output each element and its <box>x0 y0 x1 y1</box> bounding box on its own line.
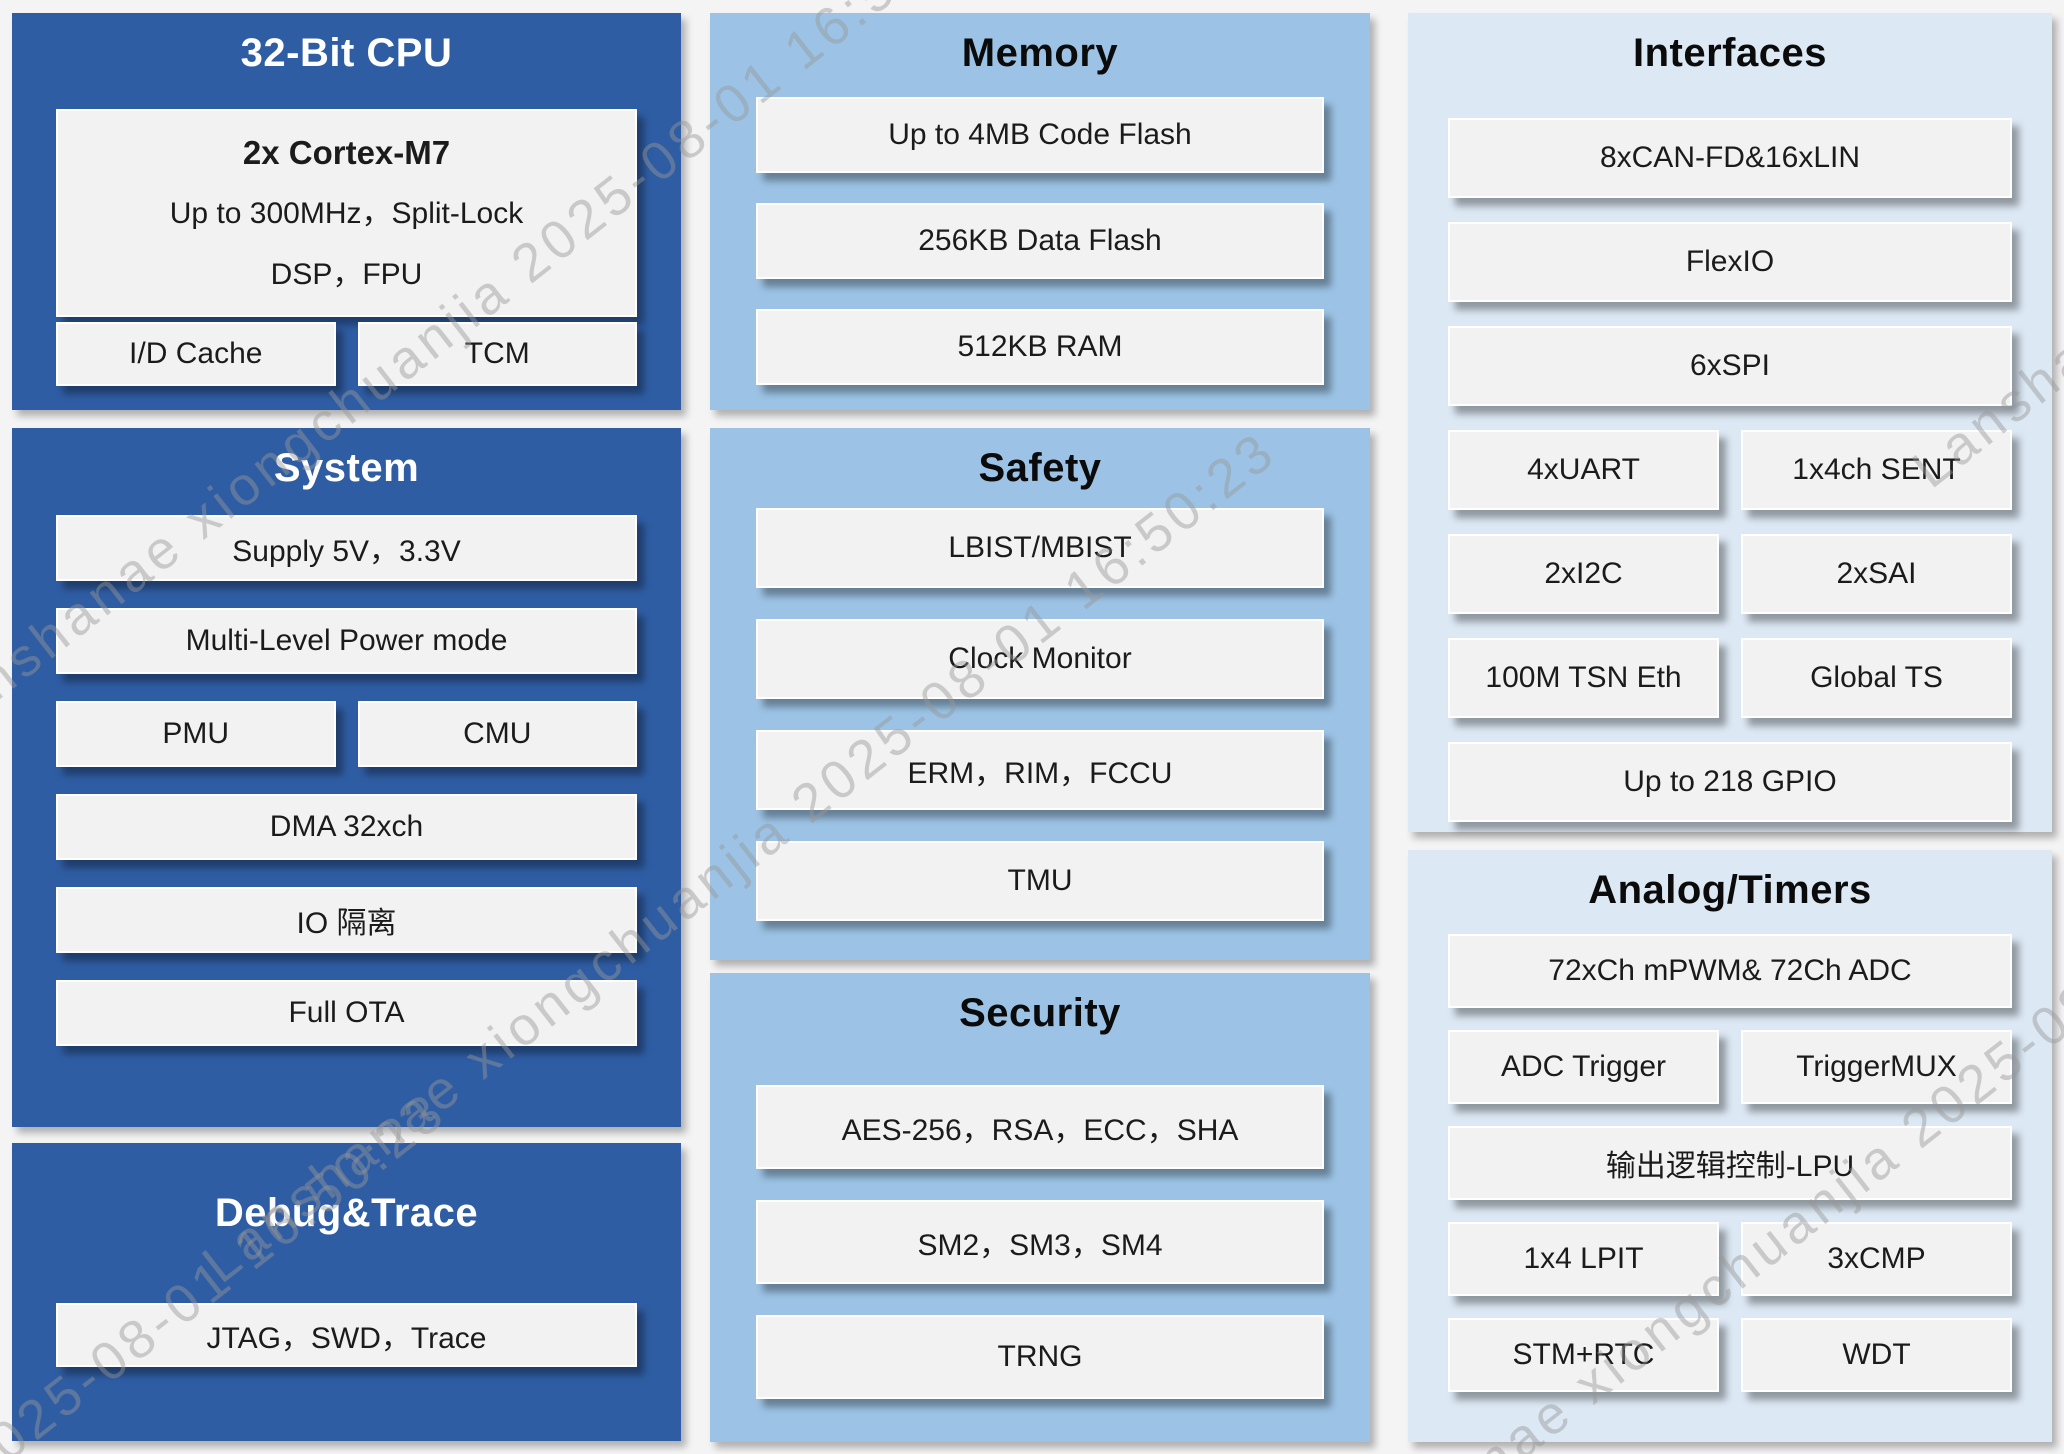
box-sm234: SM2，SM3，SM4 <box>756 1200 1324 1284</box>
box-i2c: 2xI2C <box>1448 534 1719 614</box>
panel-debug-trace: Debug&Trace JTAG，SWD，Trace <box>12 1143 681 1441</box>
box-data-flash: 256KB Data Flash <box>756 203 1324 279</box>
box-gpio: Up to 218 GPIO <box>1448 742 2012 822</box>
panel-cpu: 32-Bit CPU 2x Cortex-M7 Up to 300MHz，Spl… <box>12 13 681 410</box>
box-trng: TRNG <box>756 1315 1324 1399</box>
box-cmp: 3xCMP <box>1741 1222 2012 1296</box>
box-spi: 6xSPI <box>1448 326 2012 406</box>
box-tsn-eth: 100M TSN Eth <box>1448 638 1719 718</box>
box-tcm: TCM <box>357 322 637 386</box>
panel-title-cpu: 32-Bit CPU <box>240 31 453 75</box>
box-stm-rtc: STM+RTC <box>1448 1318 1719 1392</box>
box-pmu: PMU <box>56 701 336 767</box>
box-cortex-m7: 2x Cortex-M7 Up to 300MHz，Split-Lock DSP… <box>56 109 637 317</box>
box-clock-monitor: Clock Monitor <box>756 619 1324 699</box>
panel-title-system: System <box>273 446 420 490</box>
panel-title-analog-timers: Analog/Timers <box>1588 868 1872 912</box>
box-sent: 1x4ch SENT <box>1741 430 2012 510</box>
box-crypto: AES-256，RSA，ECC，SHA <box>756 1085 1324 1169</box>
cpu-core-dsp-fpu: DSP，FPU <box>270 257 423 291</box>
box-supply: Supply 5V，3.3V <box>56 515 637 581</box>
box-global-ts: Global TS <box>1741 638 2012 718</box>
box-code-flash: Up to 4MB Code Flash <box>756 97 1324 173</box>
panel-security: Security AES-256，RSA，ECC，SHA SM2，SM3，SM4… <box>710 973 1370 1442</box>
box-power-mode: Multi-Level Power mode <box>56 608 637 674</box>
box-wdt: WDT <box>1741 1318 2012 1392</box>
panel-safety: Safety LBIST/MBIST Clock Monitor ERM，RIM… <box>710 428 1370 960</box>
box-trigger-mux: TriggerMUX <box>1741 1030 2012 1104</box>
box-pwm-adc: 72xCh mPWM& 72Ch ADC <box>1448 934 2012 1008</box>
box-full-ota: Full OTA <box>56 980 637 1046</box>
box-uart: 4xUART <box>1448 430 1719 510</box>
box-can-lin: 8xCAN-FD&16xLIN <box>1448 118 2012 198</box>
box-ram: 512KB RAM <box>756 309 1324 385</box>
panel-system: System Supply 5V，3.3V Multi-Level Power … <box>12 428 681 1127</box>
box-flexio: FlexIO <box>1448 222 2012 302</box>
box-lpit: 1x4 LPIT <box>1448 1222 1719 1296</box>
box-sai: 2xSAI <box>1741 534 2012 614</box>
box-io-isolation: IO 隔离 <box>56 887 637 953</box>
box-dma: DMA 32xch <box>56 794 637 860</box>
box-lbist-mbist: LBIST/MBIST <box>756 508 1324 588</box>
panel-title-debug-trace: Debug&Trace <box>214 1191 479 1235</box>
panel-title-memory: Memory <box>961 31 1119 75</box>
cpu-core-name: 2x Cortex-M7 <box>242 133 451 171</box>
panel-memory: Memory Up to 4MB Code Flash 256KB Data F… <box>710 13 1370 410</box>
box-tmu: TMU <box>756 841 1324 921</box>
box-cmu: CMU <box>357 701 637 767</box>
box-output-logic-lpu: 输出逻辑控制-LPU <box>1448 1126 2012 1200</box>
box-erm-rim-fccu: ERM，RIM，FCCU <box>756 730 1324 810</box>
panel-title-security: Security <box>959 991 1121 1035</box>
panel-interfaces: Interfaces 8xCAN-FD&16xLIN FlexIO 6xSPI … <box>1408 13 2052 832</box>
box-jtag-swd-trace: JTAG，SWD，Trace <box>56 1303 637 1367</box>
box-adc-trigger: ADC Trigger <box>1448 1030 1719 1104</box>
panel-title-interfaces: Interfaces <box>1633 31 1827 75</box>
panel-analog-timers: Analog/Timers 72xCh mPWM& 72Ch ADC ADC T… <box>1408 850 2052 1442</box>
panel-title-safety: Safety <box>978 446 1102 490</box>
cpu-core-clock: Up to 300MHz，Split-Lock <box>169 197 524 230</box>
box-id-cache: I/D Cache <box>56 322 336 386</box>
